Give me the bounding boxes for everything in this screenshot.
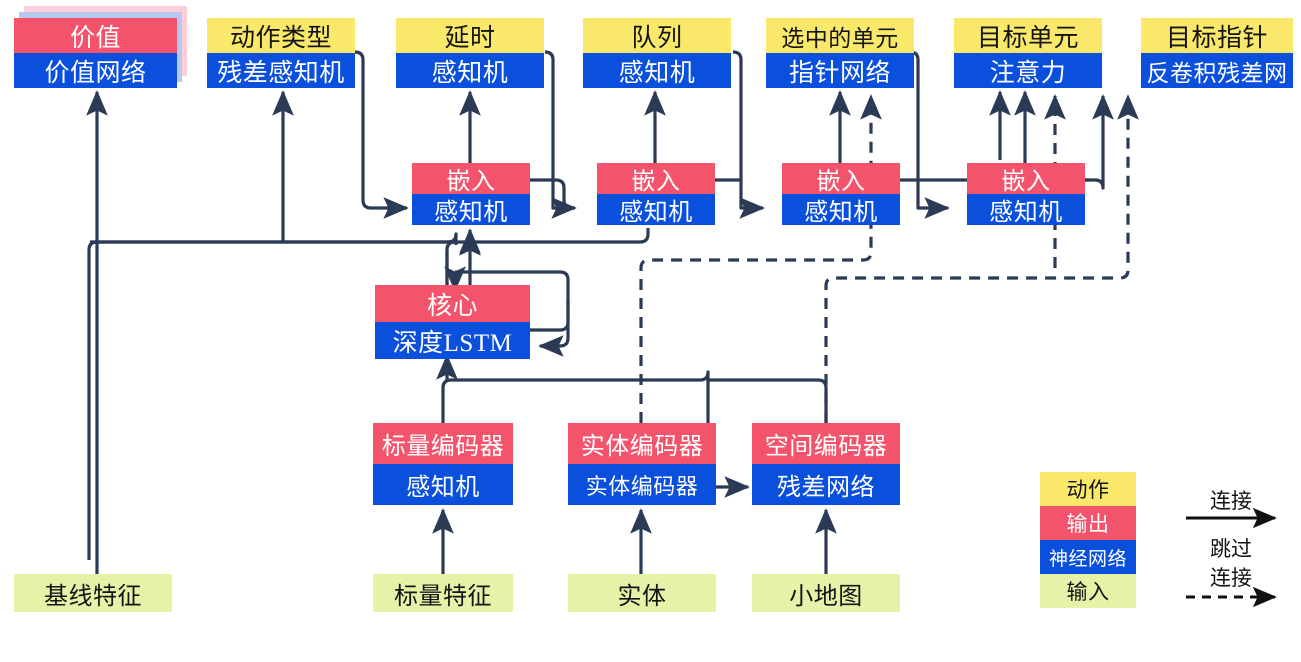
embed-selected-units-output-band: 嵌入: [782, 163, 900, 195]
legend-swatch-action: 动作: [1040, 472, 1136, 506]
embed-target-unit-output-band: 嵌入: [967, 163, 1085, 195]
embed-target-unit[interactable]: 嵌入 感知机: [967, 163, 1085, 226]
spatial-encoder-output-band: 空间编码器: [752, 423, 900, 464]
scalar-encoder[interactable]: 标量编码器 感知机: [373, 423, 513, 505]
embed-delay-network-band: 感知机: [412, 194, 530, 226]
head-selected-units[interactable]: 选中的单元 指针网络: [766, 18, 914, 88]
head-value[interactable]: 价值 价值网络: [14, 6, 187, 88]
embed-queue[interactable]: 嵌入 感知机: [597, 163, 715, 226]
head-queue-action-band: 队列: [583, 18, 731, 53]
spatial-encoder[interactable]: 空间编码器 残差网络: [752, 423, 900, 505]
entity-encoder-network-band: 实体编码器: [568, 464, 716, 505]
head-queue-network-band: 感知机: [583, 53, 731, 88]
legend-swatch-input: 输入: [1040, 574, 1136, 608]
scalar-encoder-network-band: 感知机: [373, 464, 513, 505]
head-action-type-network-band: 残差感知机: [207, 53, 355, 88]
core-output-band: 核心: [375, 285, 530, 322]
legend-skip-label-line1: 跳过: [1210, 537, 1252, 561]
entity-encoder[interactable]: 实体编码器 实体编码器: [568, 423, 716, 505]
core-network-band: 深度LSTM: [375, 322, 530, 359]
head-target-point-network-band: 反卷积残差网: [1141, 53, 1293, 88]
input-baseline-features[interactable]: 基线特征: [14, 574, 172, 612]
head-action-type[interactable]: 动作类型 残差感知机: [207, 18, 355, 88]
head-selected-units-action-band: 选中的单元: [766, 18, 914, 53]
head-delay[interactable]: 延时 感知机: [396, 18, 544, 88]
head-target-unit-action-band: 目标单元: [954, 18, 1102, 53]
head-target-point[interactable]: 目标指针 反卷积残差网: [1141, 18, 1293, 88]
embed-target-unit-network-band: 感知机: [967, 194, 1085, 226]
embed-delay[interactable]: 嵌入 感知机: [412, 163, 530, 226]
embed-selected-units-network-band: 感知机: [782, 194, 900, 226]
head-target-point-action-band: 目标指针: [1141, 18, 1293, 53]
head-delay-network-band: 感知机: [396, 53, 544, 88]
scalar-encoder-output-band: 标量编码器: [373, 423, 513, 464]
input-minimap[interactable]: 小地图: [752, 574, 900, 612]
embed-delay-output-band: 嵌入: [412, 163, 530, 195]
embed-queue-network-band: 感知机: [597, 194, 715, 226]
head-target-unit-network-band: 注意力: [954, 53, 1102, 88]
head-queue[interactable]: 队列 感知机: [583, 18, 731, 88]
head-selected-units-network-band: 指针网络: [766, 53, 914, 88]
embed-queue-output-band: 嵌入: [597, 163, 715, 195]
legend-swatches: 动作 输出 神经网络 输入: [1040, 472, 1136, 608]
head-value-network-band: 价值网络: [14, 53, 177, 88]
legend-connect-label: 连接: [1210, 489, 1252, 513]
head-action-type-action-band: 动作类型: [207, 18, 355, 53]
input-entities[interactable]: 实体: [568, 574, 716, 612]
head-target-unit[interactable]: 目标单元 注意力: [954, 18, 1102, 88]
spatial-encoder-network-band: 残差网络: [752, 464, 900, 505]
embed-selected-units[interactable]: 嵌入 感知机: [782, 163, 900, 226]
input-scalar-features[interactable]: 标量特征: [373, 574, 513, 612]
legend-skip-label-line2: 连接: [1210, 566, 1252, 590]
head-delay-action-band: 延时: [396, 18, 544, 53]
entity-encoder-output-band: 实体编码器: [568, 423, 716, 464]
legend-swatch-network: 神经网络: [1040, 540, 1136, 574]
head-value-action-band: 价值: [14, 18, 177, 53]
legend-swatch-output: 输出: [1040, 506, 1136, 540]
core-module[interactable]: 核心 深度LSTM: [375, 285, 530, 359]
